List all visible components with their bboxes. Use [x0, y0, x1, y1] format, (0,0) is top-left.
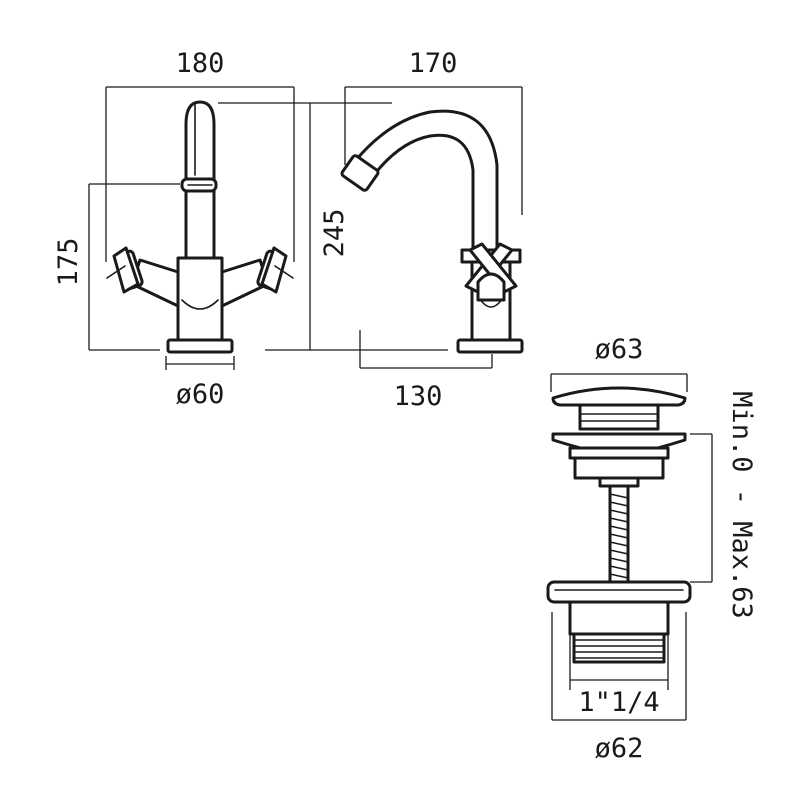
front-base-dimension: [165, 356, 235, 370]
waste-body-label: ø62: [595, 733, 644, 764]
waste-cap: [551, 386, 687, 407]
click-clack-waste: ø63 Min.0 - Max.63: [546, 334, 757, 764]
front-right-cross-handle: [220, 246, 294, 308]
waste-thread-label: 1"1/4: [578, 687, 659, 718]
side-reach-label: 170: [409, 48, 458, 79]
waste-body-dimension: [551, 612, 687, 721]
overall-height-dimension: [218, 102, 448, 351]
front-spout: [180, 100, 218, 260]
waste-cap-dimension: [550, 373, 688, 392]
side-base-plate: [456, 338, 524, 354]
front-base-label: ø60: [176, 379, 225, 410]
front-height-label: 175: [53, 238, 84, 287]
side-projection-label: 130: [394, 381, 443, 412]
waste-cap-label: ø63: [595, 334, 644, 365]
waste-body: [546, 580, 692, 690]
front-tap-body: [176, 256, 224, 342]
side-reach-dimension: [344, 86, 523, 215]
side-curved-spout: [340, 109, 499, 260]
waste-adjustment-dimension: [690, 433, 713, 583]
overall-height-label: 245: [319, 209, 350, 258]
side-view-tap: 170 130: [340, 48, 524, 412]
front-width-label: 180: [176, 48, 225, 79]
waste-flange: [551, 432, 687, 450]
side-cross-handle: [460, 242, 522, 302]
front-view-mixer-tap: 180 175: [53, 48, 295, 410]
front-base-plate: [166, 338, 234, 354]
waste-adjustment-label: Min.0 - Max.63: [726, 391, 757, 619]
front-width-dimension: [105, 86, 295, 262]
waste-threaded-rod: [598, 476, 640, 584]
side-projection-dimension: [359, 330, 493, 369]
front-height-dimension: [88, 183, 180, 351]
front-left-cross-handle: [106, 246, 180, 308]
